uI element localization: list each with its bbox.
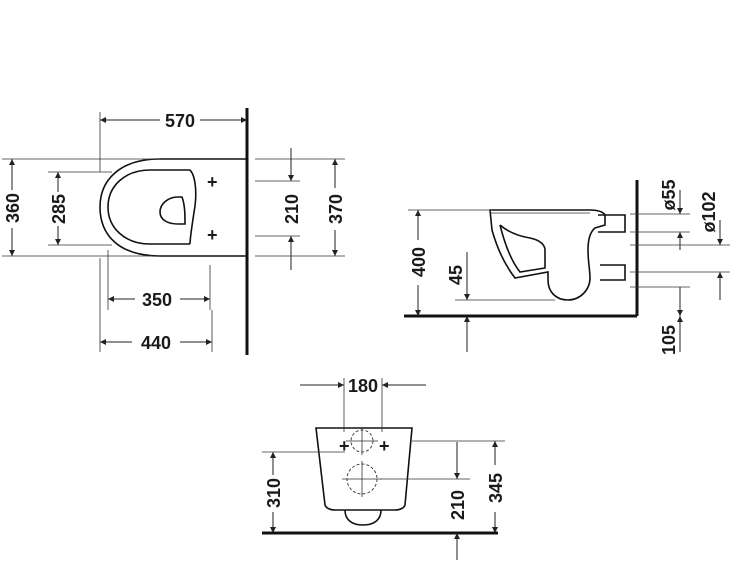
dim-diameter-55: ø55 xyxy=(659,179,679,210)
dim-285: 285 xyxy=(49,194,69,224)
bolt-mark-left: + xyxy=(339,436,350,456)
fixing-mark-bottom: + xyxy=(207,225,218,245)
rear-view: + + 180 310 210 345 xyxy=(262,376,506,560)
dim-400: 400 xyxy=(409,247,429,277)
bolt-mark-right: + xyxy=(379,436,390,456)
dim-105: 105 xyxy=(659,325,679,355)
dim-345: 345 xyxy=(486,473,506,503)
dim-210-rear: 210 xyxy=(448,490,468,520)
dim-45: 45 xyxy=(446,265,466,285)
dim-440: 440 xyxy=(141,333,171,353)
dim-210-top: 210 xyxy=(282,194,302,224)
dim-360: 360 xyxy=(3,193,23,223)
bowl-inner-outline xyxy=(107,169,190,245)
bowl-trap xyxy=(499,224,546,273)
dim-310: 310 xyxy=(264,478,284,508)
fixing-mark-top: + xyxy=(207,172,218,192)
inlet-connector xyxy=(598,214,626,233)
dim-diameter-102: ø102 xyxy=(699,191,719,232)
bowl-rim-right xyxy=(189,169,197,245)
dim-350: 350 xyxy=(142,290,172,310)
bowl-profile xyxy=(489,209,606,301)
rear-body-outline xyxy=(315,427,413,511)
dim-180: 180 xyxy=(348,376,378,396)
side-view: ø55 ø102 400 45 105 xyxy=(404,179,730,355)
bowl-outline xyxy=(99,158,247,257)
outlet-opening xyxy=(159,196,186,225)
top-view: + + 570 360 285 210 370 xyxy=(2,108,346,355)
dim-370: 370 xyxy=(326,194,346,224)
dim-570: 570 xyxy=(165,111,195,131)
rear-bowl-bottom xyxy=(344,509,382,526)
outlet-connector xyxy=(600,264,626,281)
